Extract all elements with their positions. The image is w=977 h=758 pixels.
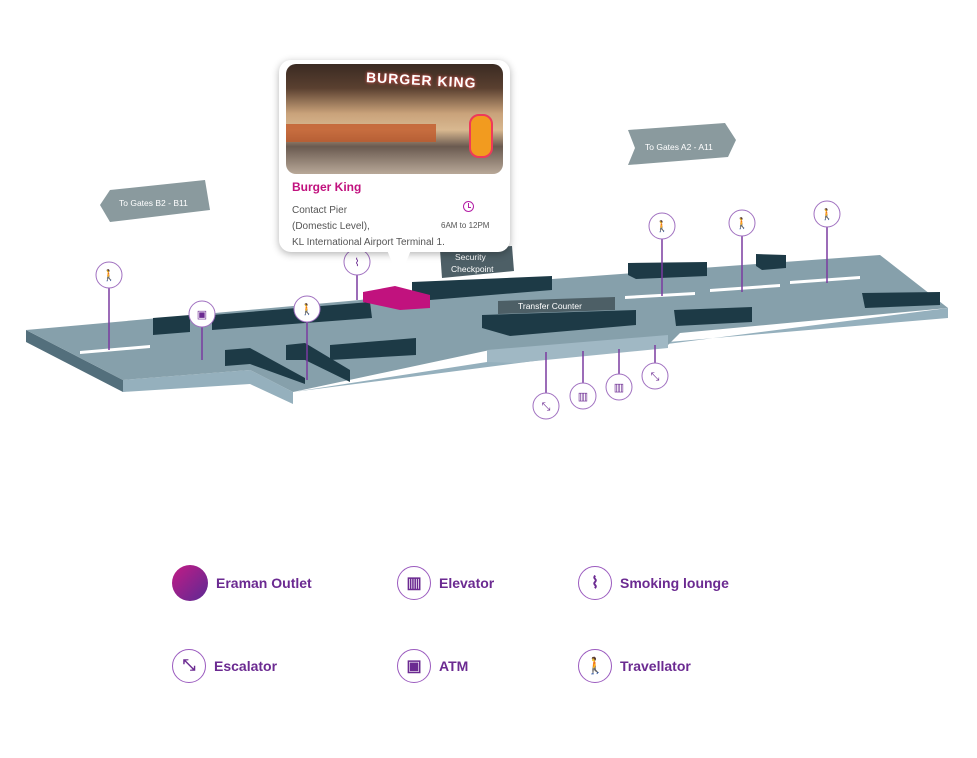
outlet-address: Contact Pier (Domestic Level), KL Intern… xyxy=(292,205,445,248)
atm-icon: ▣ xyxy=(397,649,431,683)
legend-elevator: ▥Elevator xyxy=(397,566,494,600)
legend-smoking-lounge: ⌇Smoking lounge xyxy=(578,566,729,600)
atm-icon: ▣ xyxy=(197,309,207,321)
transfer-counter-label: Transfer Counter xyxy=(498,297,615,314)
svg-text:Checkpoint: Checkpoint xyxy=(451,264,494,274)
elevator-icon: ▥ xyxy=(614,382,624,394)
bk-logo xyxy=(469,114,493,158)
svg-text:To Gates B2 - B11: To Gates B2 - B11 xyxy=(119,198,188,208)
photo-sign: BURGER KING xyxy=(365,69,477,91)
pin-travellator[interactable]: 🚶 xyxy=(813,200,841,283)
burger-king-outlet[interactable] xyxy=(363,286,430,310)
travellator-icon: 🚶 xyxy=(578,649,612,683)
escalator-icon: ⤡ xyxy=(172,649,206,683)
security-checkpoint-label: Security Checkpoint xyxy=(440,246,514,278)
travellator-icon: 🚶 xyxy=(735,217,749,230)
smoking-lounge-icon: ⌇ xyxy=(354,257,359,269)
floor-lower-ledge xyxy=(487,335,668,363)
travellator-icon: 🚶 xyxy=(655,220,669,233)
pin-escalator[interactable]: ⤡ xyxy=(532,352,560,420)
pin-escalator[interactable]: ⤡ xyxy=(641,345,669,390)
svg-text:Security: Security xyxy=(455,252,486,262)
elevator-icon: ▥ xyxy=(578,391,588,403)
elevator-icon: ▥ xyxy=(397,566,431,600)
legend-atm: ▣ATM xyxy=(397,649,468,683)
pin-elevator[interactable]: ▥ xyxy=(569,351,597,410)
escalator-icon: ⤡ xyxy=(542,401,551,413)
legend-eraman-outlet: Eraman Outlet xyxy=(172,565,312,601)
svg-text:Transfer Counter: Transfer Counter xyxy=(518,301,582,311)
smoking-lounge-icon: ⌇ xyxy=(578,566,612,600)
travellator-icon: 🚶 xyxy=(300,303,314,316)
pin-travellator[interactable]: 🚶 xyxy=(95,261,123,350)
pin-atm[interactable]: ▣ xyxy=(188,300,216,360)
direction-sign-b-gates[interactable]: To Gates B2 - B11 xyxy=(100,180,210,222)
pin-travellator[interactable]: 🚶 xyxy=(728,209,756,292)
walls xyxy=(153,254,940,384)
legend-travellator: 🚶Travellator xyxy=(578,649,691,683)
legend-escalator: ⤡Escalator xyxy=(172,649,277,683)
eraman-outlet-icon xyxy=(172,565,208,601)
floor-side-front xyxy=(123,370,293,404)
floor-side-left xyxy=(26,330,123,392)
pin-elevator[interactable]: ▥ xyxy=(605,349,633,401)
clock-icon xyxy=(463,201,474,212)
pin-travellator[interactable]: 🚶 xyxy=(648,212,676,296)
outlet-popup[interactable]: BURGER KING Burger King Contact Pier (Do… xyxy=(279,60,510,280)
travellator-icon: 🚶 xyxy=(820,208,834,221)
svg-text:To Gates A2 - A11: To Gates A2 - A11 xyxy=(645,142,713,152)
travellator-icon: 🚶 xyxy=(102,269,116,282)
lane-markers xyxy=(80,276,860,354)
escalator-icon: ⤡ xyxy=(651,371,660,383)
outlet-photo: BURGER KING xyxy=(286,64,503,174)
direction-sign-a-gates[interactable]: To Gates A2 - A11 xyxy=(628,123,736,165)
pin-travellator[interactable]: 🚶 xyxy=(293,295,321,380)
outlet-name: Burger King xyxy=(292,180,362,194)
outlet-hours: 6AM to 12PM xyxy=(441,221,490,230)
